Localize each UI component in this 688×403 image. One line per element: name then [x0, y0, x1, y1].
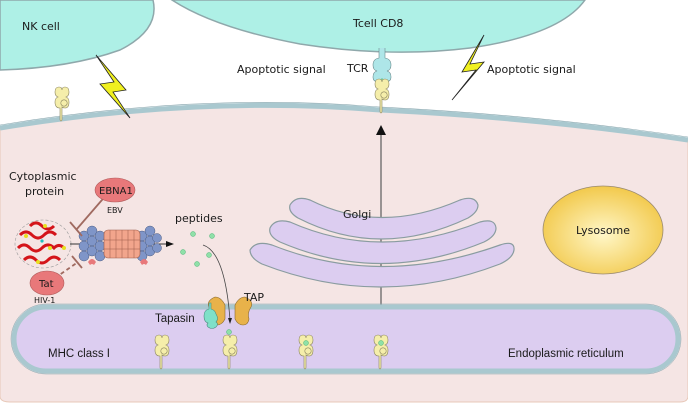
- nk-cell-label: NK cell: [22, 20, 60, 33]
- nk-cell: [0, 0, 155, 71]
- peptide-path-arrow: [202, 244, 231, 321]
- tcr-receptor: [372, 48, 392, 84]
- apoptotic-signal-right: Apoptotic signal: [487, 63, 576, 76]
- lysosome: [542, 185, 664, 275]
- tat-inhibition-line: [54, 261, 79, 279]
- mhc-class-i-label: MHC class I: [48, 348, 110, 360]
- golgi-label: Golgi: [343, 208, 371, 221]
- lightning-icon-tcell: [451, 34, 485, 101]
- tcell-label: Tcell CD8: [352, 17, 403, 30]
- endoplasmic-reticulum: [11, 304, 681, 374]
- cytoplasmic-protein-label-1: Cytoplasmic: [9, 170, 77, 183]
- peptide-entering-er: [226, 329, 232, 335]
- tat-label: Tat: [38, 279, 54, 290]
- apoptotic-signal-left: Apoptotic signal: [237, 63, 326, 76]
- ebna1-protein: [94, 177, 136, 203]
- proteasome: [78, 225, 162, 265]
- er-label: Endoplasmic reticulum: [508, 348, 624, 360]
- lightning-icon-nk: [95, 54, 131, 119]
- tap-transporter: [207, 296, 253, 326]
- tcr-label: TCR: [346, 62, 369, 75]
- peptides-label: peptides: [175, 212, 223, 225]
- tat-protein: [29, 270, 65, 296]
- ebv-label: EBV: [107, 206, 123, 215]
- peptides: [180, 231, 215, 267]
- hiv-label: HIV-1: [34, 296, 55, 305]
- plasma-membrane: [0, 102, 688, 143]
- tapasin-label: Tapasin: [155, 313, 195, 325]
- golgi-apparatus: [249, 197, 515, 288]
- ebna1-label: EBNA1: [99, 186, 133, 197]
- lysosome-label: Lysosome: [576, 224, 630, 237]
- tap-label: TAP: [243, 291, 264, 304]
- cytoplasmic-protein-label-2: protein: [25, 185, 64, 198]
- tapasin: [203, 302, 218, 329]
- arrow-head-icon: [376, 125, 386, 135]
